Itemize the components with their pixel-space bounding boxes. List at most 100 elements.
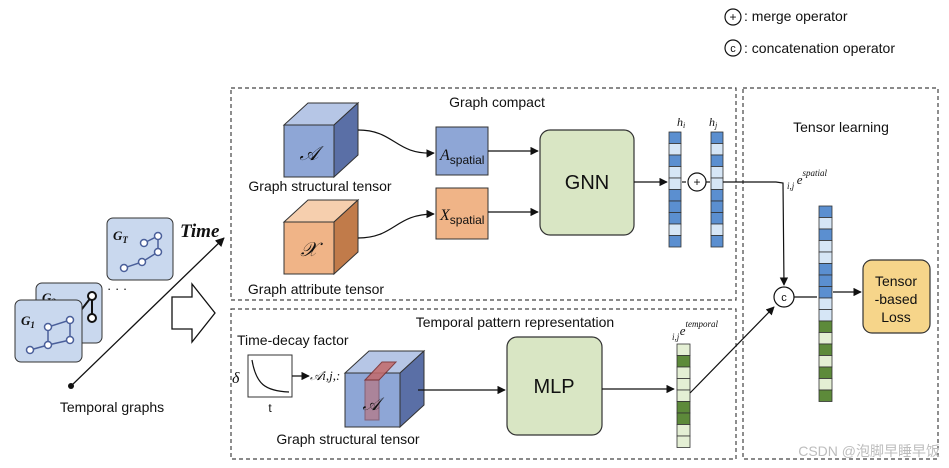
e-temporal-vector-cell	[676, 355, 691, 368]
temporal-structural-cube: 𝒜	[343, 349, 426, 429]
concatenated-vector-cell	[818, 297, 833, 310]
concatenated-vector-cell	[818, 228, 833, 241]
a-spatial-label: Aspatial	[439, 147, 484, 167]
big-flow-arrow	[171, 282, 216, 344]
tensor-learning-region	[742, 87, 939, 460]
hi-vector-cell	[668, 235, 682, 248]
temporal-region	[230, 308, 737, 460]
concatenated-vector-cell	[818, 205, 833, 218]
hi-vector-cell	[668, 200, 682, 213]
hj-vector-cell	[710, 212, 724, 225]
structural-caption: Graph structural tensor	[248, 178, 392, 194]
hi-vector-cell	[668, 143, 682, 156]
merge-node-symbol: +	[693, 175, 700, 189]
hi-vector-cell	[668, 212, 682, 225]
spatial-to-concat-arrow	[723, 181, 789, 286]
attribute-to-x-arrow	[357, 209, 435, 239]
hi-vector-cell	[668, 166, 682, 179]
concatenated-vector-cell	[818, 240, 833, 253]
hj-vector-cell	[710, 154, 724, 167]
decay-title: Time-decay factor	[237, 332, 349, 348]
decay-curve	[251, 359, 290, 393]
concatenated-vector-cell	[818, 263, 833, 276]
legend: + : merge operator c : concatenation ope…	[724, 8, 895, 57]
merge-operator-icon	[724, 8, 742, 26]
tensor-learning-title: Tensor learning	[793, 119, 889, 135]
concatenated-vector	[818, 205, 833, 402]
time-axis-arrow	[70, 237, 225, 387]
x-spatial-label: Xspatial	[439, 207, 484, 227]
concatenated-vector-cell	[818, 217, 833, 230]
hi-label: hi	[677, 115, 685, 130]
graph-card-gt: GT	[106, 217, 174, 281]
graph-ellipsis: · · ·	[107, 281, 127, 296]
merge-symbol: +	[729, 10, 736, 24]
a-ij-label: 𝒜i,j,:	[310, 368, 340, 383]
concat-symbol: c	[730, 43, 736, 55]
graph-card-g1: G1	[14, 299, 83, 363]
temporal-cube-symbol: 𝒜	[362, 394, 384, 414]
structural-symbol: 𝒜	[300, 143, 325, 165]
hj-vector-cell	[710, 223, 724, 236]
concatenated-vector-cell	[818, 309, 833, 322]
mlp-box	[506, 336, 603, 436]
decay-t-label: t	[268, 401, 272, 415]
e-temporal-vector-cell	[676, 412, 691, 425]
hj-vector	[710, 131, 724, 248]
hi-vector-cell	[668, 177, 682, 190]
mlp-label: MLP	[533, 376, 574, 398]
temporal-graphs: GT · · · G2 G1 Time Te	[14, 217, 225, 415]
temporal-graphs-caption: Temporal graphs	[60, 399, 164, 415]
concatenated-vector-cell	[818, 389, 833, 402]
e-temporal-vector-cell	[676, 378, 691, 391]
concatenated-vector-cell	[818, 343, 833, 356]
concat-node-symbol: c	[781, 292, 787, 304]
time-label: Time	[180, 221, 220, 242]
delta-label: δ	[232, 370, 240, 387]
hj-vector-cell	[710, 200, 724, 213]
watermark: CSDN @泡脚早睡早饭	[798, 443, 940, 459]
hi-vector-cell	[668, 154, 682, 167]
concatenated-vector-cell	[818, 378, 833, 391]
merge-operator-label: : merge operator	[744, 8, 848, 24]
graph-compact-region	[230, 87, 737, 301]
concat-operator-icon	[724, 39, 742, 57]
e-temporal-vector-cell	[676, 424, 691, 437]
concatenated-vector-cell	[818, 274, 833, 287]
graph-compact-title: Graph compact	[449, 94, 545, 110]
structural-tensor-cube: 𝒜	[282, 101, 360, 179]
hj-vector-cell	[710, 166, 724, 179]
concat-operator-label: : concatenation operator	[744, 40, 895, 56]
hi-vector-cell	[668, 223, 682, 236]
e-temporal-vector	[676, 343, 691, 448]
concatenated-vector-cell	[818, 320, 833, 333]
e-temporal-vector-cell	[676, 435, 691, 448]
attribute-tensor-cube: 𝒳	[282, 198, 360, 276]
concatenated-vector-cell	[818, 332, 833, 345]
temporal-title: Temporal pattern representation	[416, 314, 614, 330]
hj-vector-cell	[710, 189, 724, 202]
structural-to-a-arrow	[357, 129, 435, 158]
e-temporal-vector-cell	[676, 366, 691, 379]
hj-vector-cell	[710, 177, 724, 190]
hj-vector-cell	[710, 235, 724, 248]
loss-line-2: -based	[875, 291, 918, 307]
hi-vector-cell	[668, 131, 682, 144]
loss-line-3: Loss	[881, 309, 911, 325]
hi-vector-cell	[668, 189, 682, 202]
e-temporal-vector-cell	[676, 343, 691, 356]
hj-vector-cell	[710, 131, 724, 144]
hj-vector-cell	[710, 143, 724, 156]
tensor-loss-box	[862, 259, 931, 334]
concatenated-vector-cell	[818, 251, 833, 264]
hi-vector	[668, 131, 682, 248]
loss-line-1: Tensor	[875, 273, 917, 289]
decay-plot	[247, 354, 293, 398]
temporal-structural-caption: Graph structural tensor	[276, 431, 420, 447]
concatenated-vector-cell	[818, 355, 833, 368]
temporal-to-concat-arrow	[689, 306, 775, 394]
attribute-caption: Graph attribute tensor	[248, 281, 385, 297]
